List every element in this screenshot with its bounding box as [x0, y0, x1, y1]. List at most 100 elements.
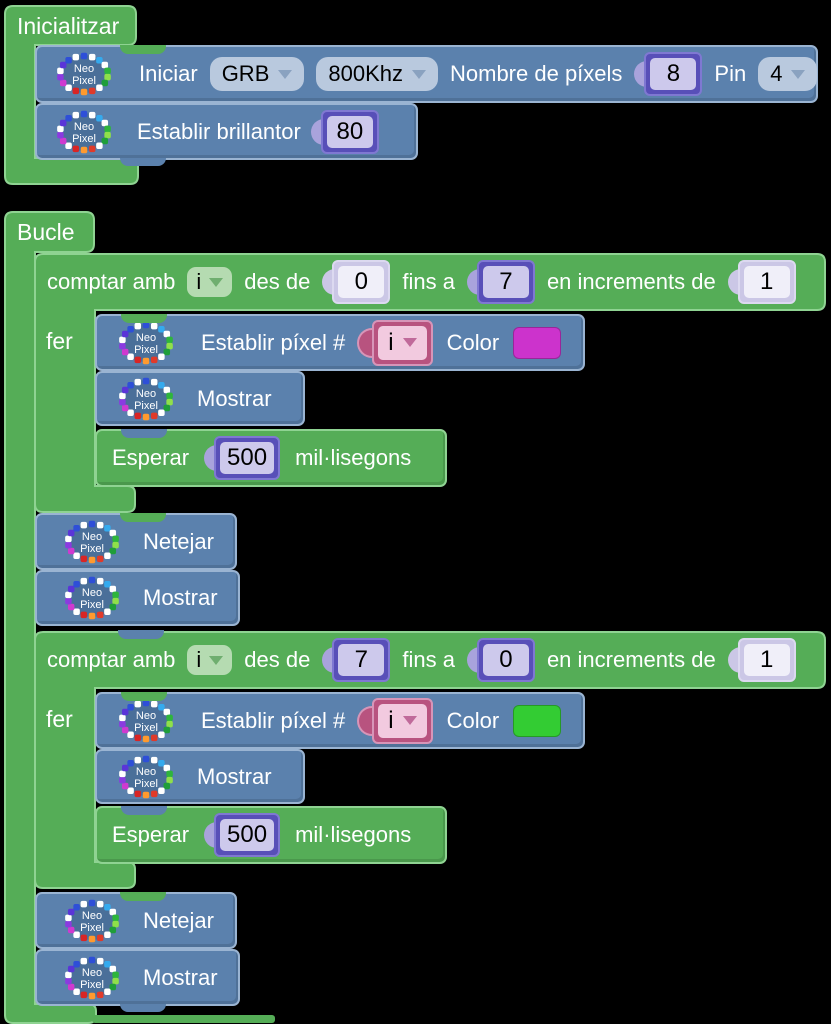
block-clear-2[interactable]: Netejar	[35, 892, 237, 949]
inicialitzar-title: Inicialitzar	[17, 13, 120, 39]
neopixel-icon	[115, 319, 177, 367]
wait-value-slot: 500	[204, 813, 281, 857]
bucle-frame-bottom-edge	[92, 1015, 275, 1023]
connector-tab-icon	[359, 707, 374, 734]
to-label: fins a	[402, 269, 455, 294]
neopixel-icon	[61, 897, 123, 945]
from-value-slot: 7	[322, 638, 391, 682]
to-value-slot: 0	[466, 638, 535, 682]
block-wait-up[interactable]: Esperar 500 mil·lisegons	[95, 429, 447, 487]
step-number-block[interactable]: 1	[737, 260, 796, 304]
brightness-label: Establir brillantor	[137, 118, 301, 144]
step-label: en increments de	[546, 269, 716, 294]
step-number-field[interactable]: 1	[743, 266, 790, 298]
variable-dropdown[interactable]: i	[378, 325, 427, 360]
bucle-title: Bucle	[17, 219, 75, 245]
to-number-block[interactable]: 7	[476, 260, 535, 304]
variable-value: i	[388, 706, 394, 734]
wait-value-slot: 500	[204, 436, 281, 480]
step-value-slot: 1	[727, 638, 796, 682]
wait-unit-label: mil·lisegons	[295, 822, 412, 847]
show-label: Mostrar	[143, 964, 218, 990]
pixels-number-block[interactable]: 8	[644, 52, 703, 96]
from-label: des de	[244, 647, 311, 672]
pixels-label: Nombre de píxels	[450, 61, 623, 86]
block-set-pixel-down[interactable]: Establir píxel # i Color	[95, 692, 585, 749]
show-label: Mostrar	[197, 385, 272, 411]
variable-block[interactable]: i	[372, 319, 433, 366]
do-label: fer	[46, 706, 73, 732]
brightness-number-field[interactable]: 80	[326, 115, 373, 148]
chevron-down-icon	[209, 655, 224, 665]
connector-tab-icon	[359, 329, 374, 356]
from-number-field[interactable]: 7	[338, 644, 385, 676]
variable-dropdown[interactable]: i	[378, 703, 427, 738]
do-label: fer	[46, 328, 73, 354]
to-number-field[interactable]: 0	[482, 644, 529, 676]
block-neopixel-init[interactable]: Iniciar GRB 800Khz Nombre de píxels 8 Pi…	[35, 45, 818, 103]
chevron-down-icon	[278, 69, 293, 79]
neopixel-icon	[115, 697, 177, 745]
block-show-down[interactable]: Mostrar	[95, 749, 305, 804]
neopixel-icon	[115, 375, 177, 423]
color-order-dropdown[interactable]: GRB	[209, 57, 305, 91]
set-pixel-label: Establir píxel #	[201, 329, 346, 355]
color-label: Color	[446, 329, 500, 355]
block-clear-1[interactable]: Netejar	[35, 513, 237, 570]
show-label: Mostrar	[143, 585, 218, 610]
block-show-2[interactable]: Mostrar	[35, 949, 240, 1012]
loop-variable-value: i	[196, 647, 202, 672]
loop-up-header[interactable]: comptar amb i des de 0 fins a 7 en incre…	[35, 254, 825, 310]
clear-label: Netejar	[143, 907, 214, 933]
pixels-number-field[interactable]: 8	[650, 58, 697, 90]
show-label: Mostrar	[197, 763, 272, 789]
wait-label: Esperar	[112, 445, 190, 470]
wait-number-block[interactable]: 500	[214, 436, 281, 480]
loop-down-header[interactable]: comptar amb i des de 7 fins a 0 en incre…	[35, 630, 825, 688]
to-number-block[interactable]: 0	[476, 638, 535, 682]
step-number-block[interactable]: 1	[737, 638, 796, 682]
wait-number-field[interactable]: 500	[220, 819, 275, 851]
to-number-field[interactable]: 7	[482, 266, 529, 298]
block-show-1[interactable]: Mostrar	[35, 570, 240, 626]
color-swatch[interactable]	[513, 704, 562, 737]
from-number-block[interactable]: 0	[332, 260, 391, 304]
clear-label: Netejar	[143, 528, 214, 554]
wait-number-field[interactable]: 500	[220, 442, 275, 474]
chevron-down-icon	[402, 338, 417, 347]
step-label: en increments de	[546, 647, 716, 672]
block-set-brightness[interactable]: Establir brillantor 80	[35, 103, 418, 166]
bucle-frame[interactable]	[4, 211, 97, 1024]
brightness-value-slot: 80	[310, 109, 379, 154]
to-label: fins a	[402, 647, 455, 672]
brightness-number-block[interactable]: 80	[320, 109, 379, 154]
block-wait-down[interactable]: Esperar 500 mil·lisegons	[95, 806, 447, 864]
block-set-pixel-up[interactable]: Establir píxel # i Color	[95, 314, 585, 371]
step-number-field[interactable]: 1	[743, 644, 790, 676]
color-swatch[interactable]	[513, 326, 562, 359]
to-value-slot: 7	[466, 260, 535, 304]
variable-block[interactable]: i	[372, 697, 433, 744]
frequency-dropdown[interactable]: 800Khz	[316, 57, 438, 91]
from-label: des de	[244, 269, 311, 294]
from-number-block[interactable]: 7	[332, 638, 391, 682]
pin-value: 4	[770, 61, 783, 86]
block-show-up[interactable]: Mostrar	[95, 371, 305, 426]
wait-number-block[interactable]: 500	[214, 813, 281, 857]
color-label: Color	[446, 707, 500, 733]
set-pixel-label: Establir píxel #	[201, 707, 346, 733]
loop-variable-dropdown[interactable]: i	[187, 267, 233, 297]
from-number-field[interactable]: 0	[338, 266, 385, 298]
wait-unit-label: mil·lisegons	[295, 445, 412, 470]
loop-variable-value: i	[196, 269, 202, 294]
count-label: comptar amb	[47, 269, 176, 294]
pixel-index-slot: i	[359, 319, 433, 366]
chevron-down-icon	[412, 69, 426, 79]
wait-label: Esperar	[112, 822, 190, 847]
pin-dropdown[interactable]: 4	[758, 57, 818, 91]
loop-variable-dropdown[interactable]: i	[187, 645, 233, 675]
step-value-slot: 1	[727, 260, 796, 304]
pixels-value-slot: 8	[634, 52, 703, 96]
neopixel-icon	[61, 954, 123, 1002]
